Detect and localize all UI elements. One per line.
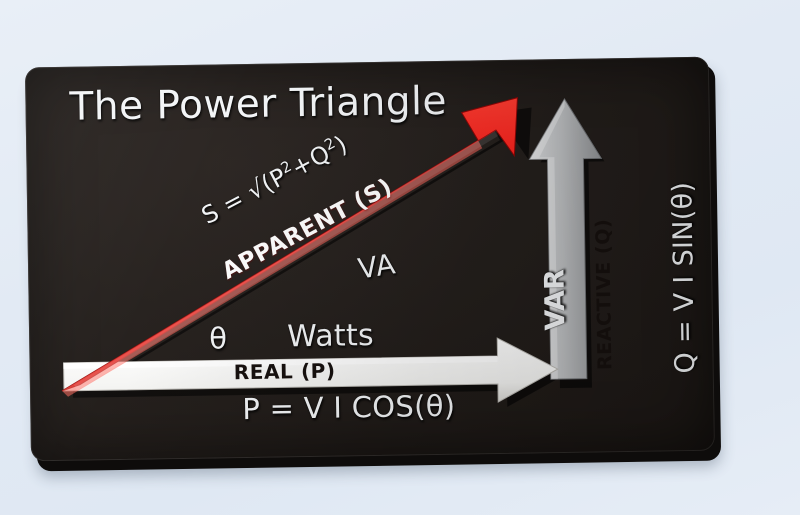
angle-theta-symbol: θ xyxy=(208,321,228,356)
real-power-unit: Watts xyxy=(286,317,375,355)
real-power-formula: P = V I COS(θ) xyxy=(242,388,456,427)
real-power-arrow xyxy=(63,337,559,403)
reactive-power-formula: Q = V I SIN(θ) xyxy=(667,181,702,374)
apparent-power-unit: VA xyxy=(355,247,398,286)
apparent-power-arrow xyxy=(61,97,518,397)
power-triangle-board: The Power Triangle S = √(P2+Q2) VA θ Wat… xyxy=(24,56,722,472)
power-triangle-arrows xyxy=(61,97,605,407)
reactive-power-unit: VAR xyxy=(539,268,572,331)
real-power-arrow-label: REAL (P) xyxy=(233,358,336,385)
board-face: The Power Triangle S = √(P2+Q2) VA θ Wat… xyxy=(24,56,716,462)
reactive-power-arrow xyxy=(528,98,603,380)
page-title: The Power Triangle xyxy=(69,78,448,130)
reactive-power-arrow-label: REACTIVE (Q) xyxy=(592,218,617,371)
